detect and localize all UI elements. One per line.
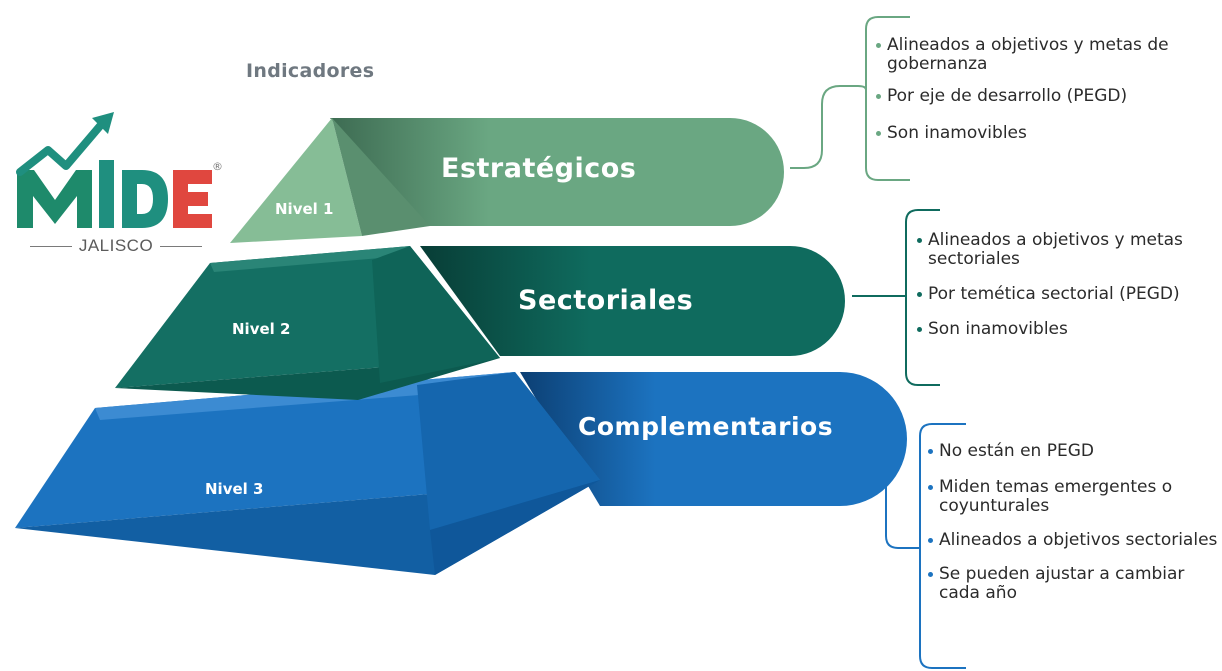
bullet-dot: [928, 538, 933, 543]
level-label-1: Nivel 1: [275, 200, 334, 218]
list-item: Son inamovibles: [917, 320, 1187, 339]
list-level-3: No están en PEGD Miden temas emergentes …: [928, 442, 1218, 603]
registered-mark: ®: [212, 160, 223, 173]
bullet-dot: [876, 43, 881, 48]
logo-e: [173, 170, 212, 228]
bullet-dot: [876, 131, 881, 136]
bullet-dot: [928, 572, 933, 577]
list-level-2: Alineados a objetivos y metas sectoriale…: [917, 231, 1187, 339]
list-item: Son inamovibles: [876, 124, 1221, 143]
band-estrategicos: [330, 118, 784, 226]
bullet-dot: [928, 485, 933, 490]
bullet-dot: [928, 449, 933, 454]
list-level-1: Alineados a objetivos y metas de goberna…: [876, 36, 1221, 143]
band-label-estrategicos: Estratégicos: [441, 153, 637, 184]
list-item: Alineados a objetivos y metas sectoriale…: [917, 231, 1187, 269]
logo-subtitle: JALISCO: [18, 236, 214, 256]
bullet-dot: [917, 292, 922, 297]
logo-arrow: [16, 122, 104, 176]
list-item: Por eje de desarrollo (PEGD): [876, 87, 1221, 106]
bracket-level-2: [852, 209, 940, 386]
logo-d: [122, 170, 168, 228]
list-item: Alineados a objetivos y metas de goberna…: [876, 36, 1221, 74]
list-item: Por temética sectorial (PEGD): [917, 285, 1187, 304]
level-label-2: Nivel 2: [232, 320, 291, 338]
bullet-dot: [917, 238, 922, 243]
band-complementarios: [520, 372, 907, 506]
bullet-dot: [917, 327, 922, 332]
pyramid-level-1: [230, 118, 430, 243]
logo-i: [99, 160, 114, 228]
band-sectoriales: [420, 246, 845, 356]
list-item: Miden temas emergentes o coyunturales: [928, 478, 1218, 516]
band-label-sectoriales: Sectoriales: [518, 285, 694, 316]
bracket-level-1: [790, 16, 910, 181]
list-item: Alineados a objetivos sectoriales: [928, 531, 1218, 550]
list-item: Se pueden ajustar a cambiar cada año: [928, 565, 1218, 603]
diagram-heading: Indicadores: [246, 60, 375, 82]
level-label-3: Nivel 3: [205, 480, 264, 498]
pyramid-level-3: [15, 372, 600, 575]
bullet-dot: [876, 94, 881, 99]
pyramid-level-2: [115, 246, 500, 400]
list-item: No están en PEGD: [928, 442, 1218, 461]
logo-mide: [16, 112, 212, 228]
bracket-level-3: [885, 423, 966, 669]
logo-m: [17, 170, 92, 228]
band-label-complementarios: Complementarios: [578, 412, 834, 441]
